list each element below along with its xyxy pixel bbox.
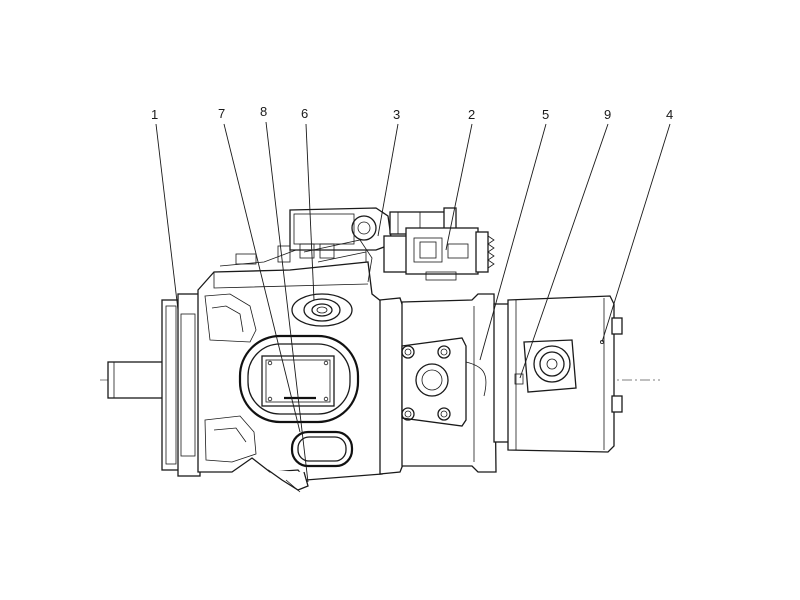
leader-lines [155,121,671,483]
callout-3: 3 [393,107,400,122]
leader-4 [601,123,671,343]
leader-1 [155,123,179,311]
solenoid [383,227,495,281]
leader-5 [479,123,547,361]
callout-5: 5 [542,107,549,122]
leader-3 [377,123,399,237]
lower-port [290,430,354,468]
upper-port [291,293,353,327]
leader-2 [445,123,473,251]
mounting-flange [161,293,201,477]
leader-8 [265,121,309,483]
callout-6: 6 [301,106,308,121]
leader-7 [223,123,301,433]
control-valve [289,207,457,283]
intermediate-housing [379,293,497,475]
inspection-cover [238,334,360,424]
callout-8: 8 [260,104,267,119]
callout-2: 2 [468,107,475,122]
drive-shaft [107,361,165,399]
callout-labels: 1 7 8 6 3 2 5 9 4 [151,104,673,122]
callout-7: 7 [218,106,225,121]
callout-9: 9 [604,107,611,122]
gear-pump [493,295,623,453]
leader-6 [305,123,315,301]
leader-9 [519,123,609,379]
callout-1: 1 [151,107,158,122]
callout-4: 4 [666,107,673,122]
